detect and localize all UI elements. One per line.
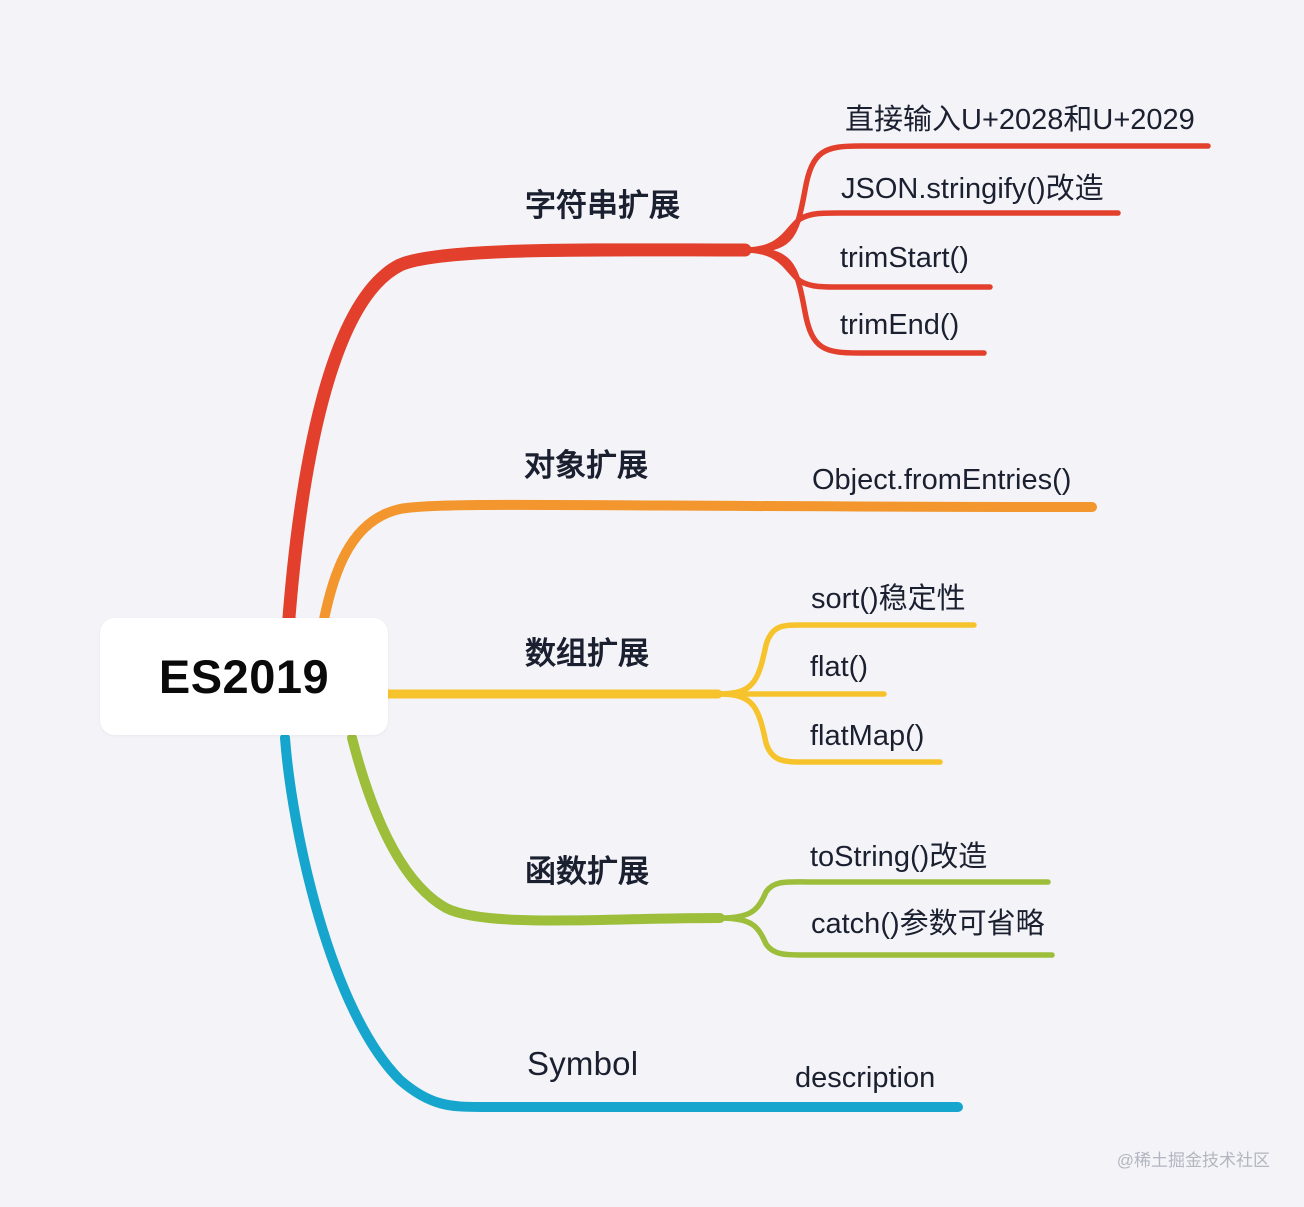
leaf-label-string-4[interactable]: trimEnd()	[840, 309, 960, 341]
leaf-label-array-2[interactable]: flat()	[810, 651, 868, 683]
branch-line-function-extension	[347, 733, 725, 926]
leaf-label-function-1[interactable]: toString()改造	[810, 841, 988, 873]
leaf-label-array-3[interactable]: flatMap()	[810, 720, 925, 752]
leaf-label-array-1[interactable]: sort()稳定性	[811, 583, 966, 615]
leaf-label-string-3[interactable]: trimStart()	[840, 242, 969, 274]
root-node[interactable]: ES2019	[100, 618, 388, 735]
watermark: @稀土掘金技术社区	[1116, 1151, 1270, 1170]
leaf-label-string-2[interactable]: JSON.stringify()改造	[841, 173, 1104, 205]
leaf-label-string-1[interactable]: 直接输入U+2028和U+2029	[845, 104, 1195, 136]
leaf-label-symbol-1[interactable]: description	[795, 1062, 936, 1094]
leaf-label-function-2[interactable]: catch()参数可省略	[811, 908, 1045, 940]
branch-label-array-extension[interactable]: 数组扩展	[525, 636, 649, 671]
root-node-label: ES2019	[158, 650, 330, 703]
branch-line-object-extension	[315, 499, 1097, 645]
branch-label-object-extension[interactable]: 对象扩展	[524, 448, 648, 483]
branch-label-function-extension[interactable]: 函数扩展	[525, 854, 649, 889]
leaf-label-object-1[interactable]: Object.fromEntries()	[812, 464, 1072, 496]
branch-label-string-extension[interactable]: 字符串扩展	[525, 188, 680, 223]
branch-label-symbol[interactable]: Symbol	[527, 1045, 639, 1082]
branch-line-string-extension	[281, 243, 752, 637]
